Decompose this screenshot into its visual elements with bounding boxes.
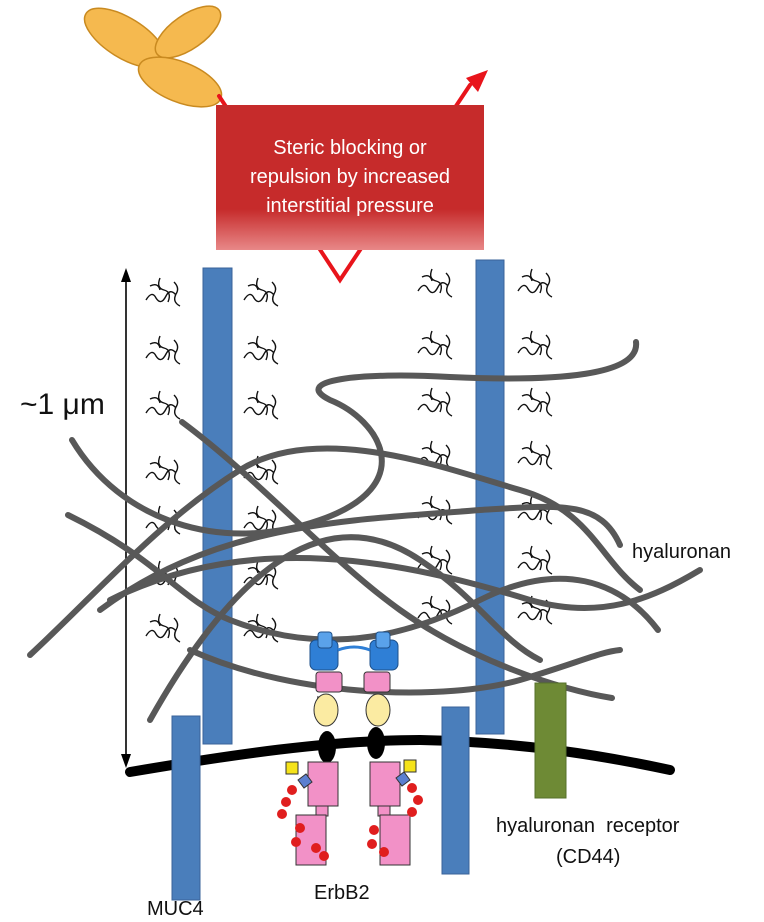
glycan-squiggle xyxy=(518,331,552,359)
glycan-squiggle xyxy=(146,278,180,306)
glycan-squiggle xyxy=(518,441,552,469)
glycan-squiggle xyxy=(146,336,180,364)
glycan-squiggle xyxy=(518,388,552,416)
scale-label: ~1 μm xyxy=(20,388,105,422)
cd44-receptor xyxy=(535,683,566,798)
antibody-icon xyxy=(75,0,228,117)
glycan-squiggle xyxy=(418,331,452,359)
glycan-squiggle xyxy=(146,391,180,419)
glycan-squiggle xyxy=(146,456,180,484)
receptor-label-line2: (CD44) xyxy=(556,846,620,869)
steric-blocking-callout: Steric blocking or repulsion by increase… xyxy=(216,105,484,250)
receptor-label-line1: hyaluronan receptor xyxy=(496,815,679,838)
glycan-squiggle xyxy=(244,278,278,306)
glycan-squiggle xyxy=(418,269,452,297)
muc4-stub-left xyxy=(172,716,200,900)
glycan-squiggle xyxy=(146,614,180,642)
muc4-bar-left xyxy=(203,268,232,744)
glycan-squiggle xyxy=(244,391,278,419)
callout-text: Steric blocking or repulsion by increase… xyxy=(230,134,470,221)
muc4-stub-right xyxy=(442,707,469,874)
muc4-label: MUC4 xyxy=(147,898,204,921)
hyaluronan-label: hyaluronan xyxy=(632,541,731,564)
glycan-squiggle xyxy=(244,336,278,364)
hyaluronan-strands xyxy=(30,342,700,720)
scale-bar xyxy=(121,268,131,768)
glycan-squiggle xyxy=(418,388,452,416)
erbb2-label: ErbB2 xyxy=(314,882,370,905)
glycan-squiggle xyxy=(518,546,552,574)
glycan-squiggle xyxy=(518,269,552,297)
